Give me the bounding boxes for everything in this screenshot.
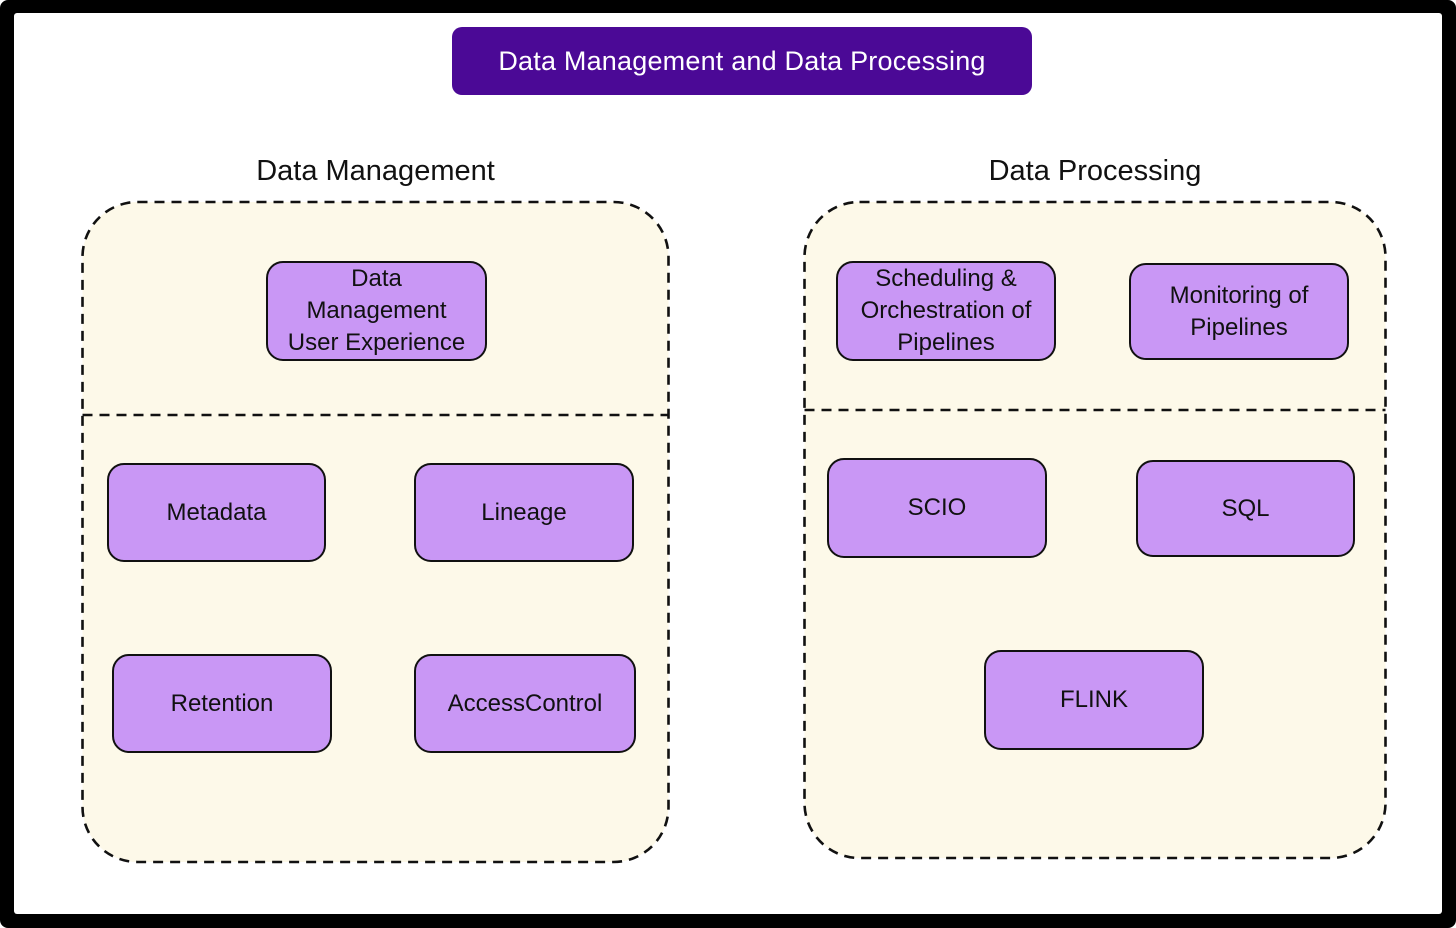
node-monitoring-pipelines: Monitoring of Pipelines [1129, 263, 1349, 360]
node-metadata: Metadata [107, 463, 326, 562]
diagram-title-label: Data Management and Data Processing [498, 45, 986, 76]
data-processing-heading: Data Processing [988, 154, 1202, 187]
data-management-heading: Data Management [256, 154, 495, 187]
diagram-title-banner: Data Management and Data Processing [452, 27, 1032, 95]
node-scio: SCIO [827, 458, 1047, 558]
node-data-management-user-experience: Data Management User Experience [266, 261, 487, 361]
node-scheduling-orchestration: Scheduling & Orchestration of Pipelines [836, 261, 1056, 361]
node-lineage: Lineage [414, 463, 634, 562]
node-access-control: AccessControl [414, 654, 636, 753]
data-processing-container [803, 200, 1387, 860]
node-sql: SQL [1136, 460, 1355, 557]
node-retention: Retention [112, 654, 332, 753]
node-flink: FLINK [984, 650, 1204, 750]
diagram-canvas: Data Management and Data Processing Data… [14, 13, 1442, 914]
